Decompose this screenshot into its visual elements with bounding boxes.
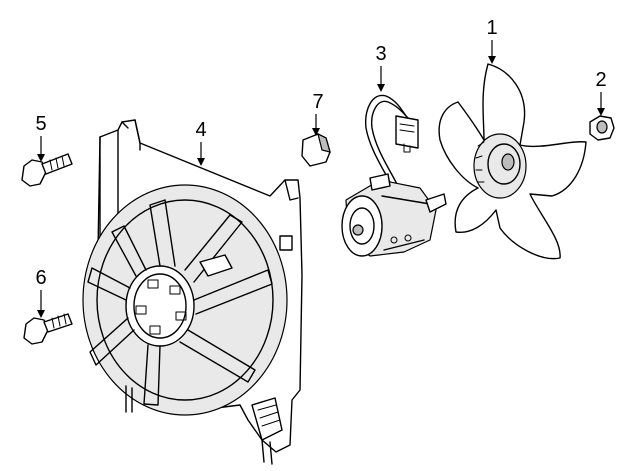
bolt-part-6 [23, 313, 73, 345]
callout-7: 7 [312, 91, 324, 113]
fan-motor-part [341, 94, 447, 257]
callout-1: 1 [486, 17, 498, 39]
bolt-part-5 [21, 153, 73, 187]
callout-3: 3 [375, 43, 387, 65]
callout-6: 6 [35, 267, 47, 289]
fan-blade-part [438, 63, 587, 260]
nut-part [589, 115, 615, 141]
leader-arrows [37, 40, 605, 318]
fan-shroud-part [82, 119, 303, 465]
callout-5: 5 [35, 113, 47, 135]
clip-part [301, 132, 331, 167]
callout-2: 2 [595, 69, 607, 91]
callout-4: 4 [195, 119, 207, 141]
